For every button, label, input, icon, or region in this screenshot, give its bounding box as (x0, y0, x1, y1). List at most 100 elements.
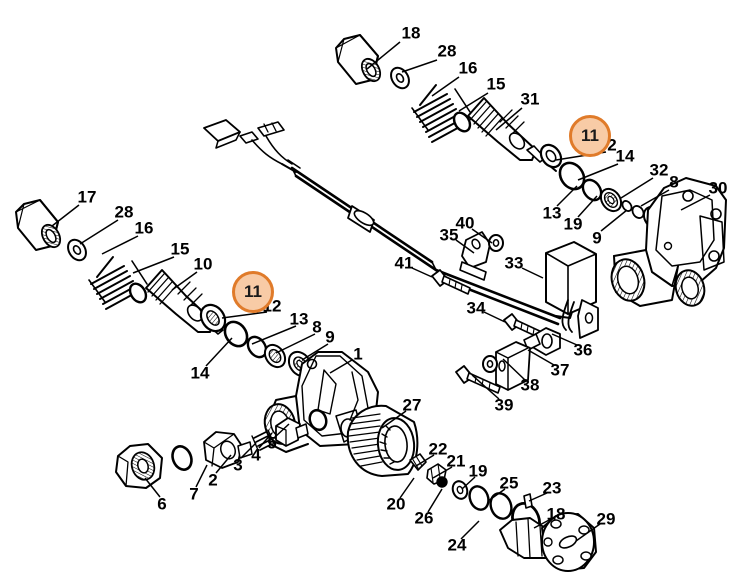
part-23-pin (523, 493, 533, 509)
leader-line (301, 343, 329, 361)
leader-line (401, 59, 438, 73)
part-number-label: 24 (447, 535, 467, 555)
part-number-label: 13 (289, 309, 309, 329)
part-29-end-cap (541, 512, 597, 572)
part-number-label: 13 (542, 203, 562, 223)
part-number-label: 6 (157, 494, 167, 514)
leader-line (431, 76, 460, 97)
part-number-label: 26 (414, 508, 434, 528)
part-19-oring-bottom (468, 485, 490, 511)
leader-line (461, 476, 476, 490)
leader-lines (51, 41, 711, 542)
leader-line (471, 228, 493, 244)
part-16-spring-top (411, 84, 471, 143)
part-19-bearing-right (599, 187, 623, 213)
leader-line (458, 92, 489, 112)
part-number-label: 32 (649, 160, 669, 180)
part-number-label: 38 (520, 375, 540, 395)
part-number-label: 23 (542, 478, 562, 498)
part-number-label: 31 (520, 89, 540, 109)
part-28-washer-left (67, 238, 87, 262)
part-18-top-sleeve (335, 34, 382, 85)
leader-line (366, 41, 401, 70)
leader-line (427, 488, 443, 513)
leader-line (132, 256, 175, 274)
part-12-washer-left (199, 303, 227, 333)
part-number-label: 15 (170, 239, 190, 259)
part-31-valve-top (467, 97, 557, 172)
part-number-label: 9 (592, 228, 602, 248)
leader-line (487, 488, 506, 502)
part-27-coupling (346, 404, 419, 477)
part-number-label: 28 (114, 202, 134, 222)
part-number-label: 19 (563, 214, 583, 234)
part-38-washer (482, 355, 498, 373)
part-6-plug (115, 443, 163, 489)
part-33-switch-module (545, 241, 599, 339)
highlight-callout-11[interactable]: 11 (232, 271, 274, 313)
part-30-valve-housing (610, 177, 727, 307)
leader-line (415, 454, 435, 467)
leader-line (521, 267, 544, 279)
part-number-label: 25 (499, 473, 519, 493)
highlight-callout-11[interactable]: 11 (569, 115, 611, 157)
leader-line (171, 271, 198, 291)
part-number-label: 16 (458, 58, 478, 78)
part-17-left-sleeve (15, 199, 62, 251)
leader-line (411, 267, 433, 278)
leader-line (399, 477, 415, 499)
leader-line (455, 239, 475, 254)
leader-line (533, 518, 552, 529)
leader-line (577, 195, 598, 218)
leader-line (221, 311, 268, 319)
leader-line (274, 423, 290, 438)
part-number-label: 19 (468, 461, 488, 481)
leader-line (556, 185, 578, 207)
part-26-washer (451, 480, 469, 500)
part-number-label: 2 (208, 470, 218, 490)
leader-line (575, 523, 601, 542)
leader-line (144, 477, 161, 498)
part-number-label: 37 (550, 360, 570, 380)
part-number-label: 14 (615, 146, 635, 166)
part-number-label: 40 (455, 213, 475, 233)
part-number-label: 28 (437, 41, 457, 61)
part-number-label: 21 (446, 451, 466, 471)
part-number-label: 39 (494, 395, 514, 415)
leader-line (251, 325, 297, 345)
leader-line (528, 492, 548, 502)
leader-line (460, 520, 480, 540)
part-number-label: 10 (193, 254, 213, 274)
part-small-spacer-right (621, 200, 645, 219)
leader-line (51, 204, 80, 227)
part-number-label: 41 (394, 253, 414, 273)
leader-line (502, 358, 526, 381)
leader-line (495, 107, 523, 131)
leader-line (101, 235, 139, 255)
part-15-oring-top (452, 111, 472, 133)
part-number-label: 14 (190, 363, 210, 383)
part-number-label: 4 (251, 445, 261, 465)
part-41-screw (431, 269, 471, 295)
part-number-label: 8 (312, 317, 322, 337)
leader-line (205, 337, 233, 367)
leader-line (551, 333, 578, 346)
leader-line (471, 374, 500, 400)
leader-line (600, 209, 628, 232)
part-number-label: 3 (233, 455, 243, 475)
part-number-label: 2 (607, 135, 617, 155)
leader-line (640, 189, 670, 207)
part-number-label: 8 (669, 172, 679, 192)
part-25-oring-bottom (489, 492, 513, 520)
part-40-washer (488, 234, 504, 252)
part-number-label: 9 (325, 327, 335, 347)
part-number-label: 22 (428, 439, 448, 459)
leader-line (195, 464, 208, 488)
part-number-label: 36 (573, 340, 593, 360)
part-number-label: 30 (708, 178, 728, 198)
part-number-label: 20 (386, 494, 406, 514)
part-number-label: 1 (353, 344, 363, 364)
part-number-label: 18 (546, 504, 566, 524)
